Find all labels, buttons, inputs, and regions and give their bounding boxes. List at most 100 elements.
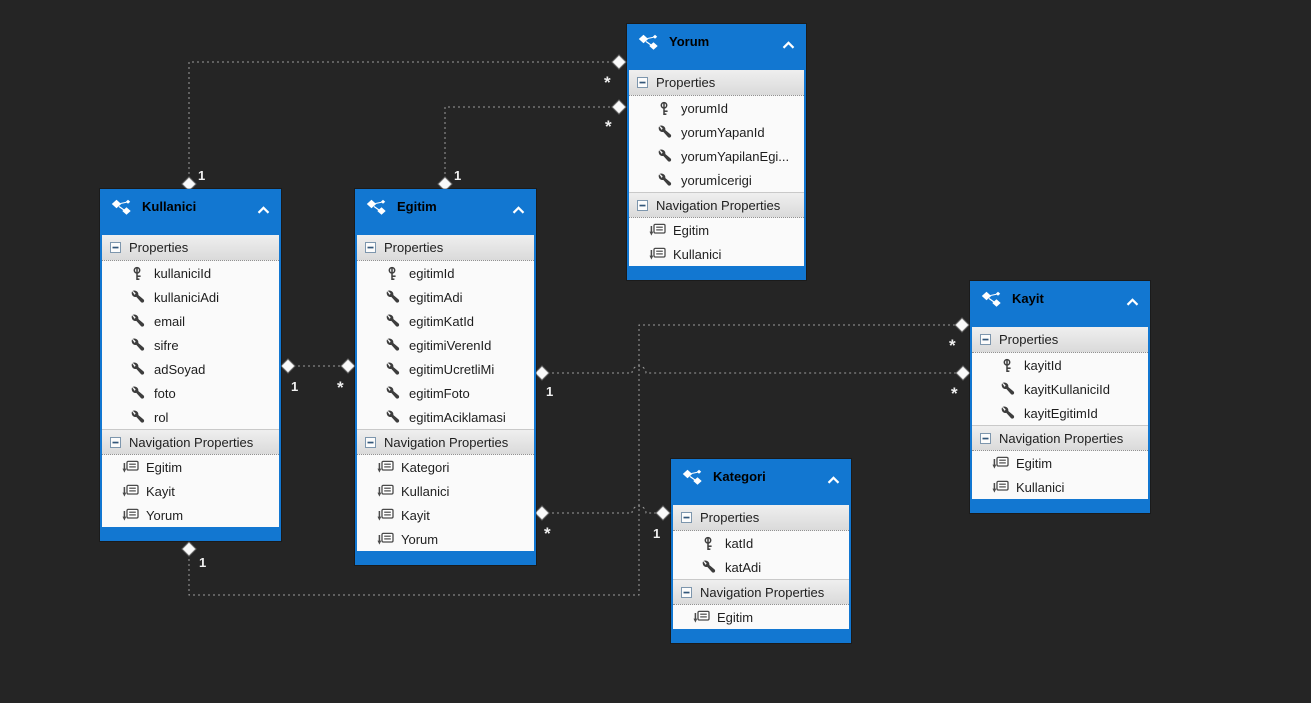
- collapse-minus-icon[interactable]: [980, 432, 991, 444]
- navigation-property-row[interactable]: Egitim: [102, 455, 279, 479]
- entity-yorum[interactable]: Yorum Properties yorumId yorumYapanId yo…: [627, 24, 806, 280]
- navigation-property-icon: [648, 247, 666, 261]
- collapse-minus-icon[interactable]: [681, 512, 692, 523]
- property-row[interactable]: egitimiVerenId: [357, 333, 534, 357]
- navigation-property-row[interactable]: Kayit: [357, 503, 534, 527]
- navigation-property-name: Egitim: [1016, 455, 1053, 471]
- collapse-minus-icon[interactable]: [110, 242, 121, 253]
- property-row[interactable]: yorumİcerigi: [629, 168, 804, 192]
- connector-endpoint-diamond: [611, 99, 627, 115]
- entity-egitim[interactable]: Egitim Properties egitimId egitimAdi egi…: [355, 189, 536, 565]
- navigation-section-header[interactable]: Navigation Properties: [972, 425, 1148, 451]
- navigation-property-icon: [991, 456, 1009, 470]
- collapse-minus-icon[interactable]: [681, 586, 692, 598]
- navigation-section-header[interactable]: Navigation Properties: [102, 429, 279, 455]
- relationship-kategori-egitim[interactable]: [542, 505, 663, 514]
- entity-header[interactable]: Yorum: [629, 26, 804, 70]
- property-row[interactable]: kullaniciId: [102, 261, 279, 285]
- navigation-property-name: Kayit: [146, 483, 175, 499]
- property-row[interactable]: foto: [102, 381, 279, 405]
- collapse-chevron-icon[interactable]: [1126, 294, 1139, 312]
- navigation-property-row[interactable]: Yorum: [357, 527, 534, 551]
- property-name: egitimAciklamasi: [409, 409, 506, 425]
- multiplicity-label: 1: [454, 168, 461, 183]
- property-name: yorumİcerigi: [681, 172, 752, 188]
- entity-footer-bar: [357, 551, 534, 563]
- property-row[interactable]: katAdi: [673, 555, 849, 579]
- property-row[interactable]: rol: [102, 405, 279, 429]
- property-row[interactable]: kayitEgitimId: [972, 401, 1148, 425]
- navigation-property-row[interactable]: Yorum: [102, 503, 279, 527]
- collapse-chevron-icon[interactable]: [512, 202, 525, 220]
- connector-endpoint-diamond: [954, 317, 970, 333]
- entity-header[interactable]: Kayit: [972, 283, 1148, 327]
- entity-header[interactable]: Egitim: [357, 191, 534, 235]
- property-row[interactable]: sifre: [102, 333, 279, 357]
- navigation-property-row[interactable]: Egitim: [673, 605, 849, 629]
- entity-header[interactable]: Kullanici: [102, 191, 279, 235]
- multiplicity-label: 1: [199, 555, 206, 570]
- entity-kategori[interactable]: Kategori Properties katId katAdi Navigat…: [671, 459, 851, 643]
- navigation-property-row[interactable]: Kullanici: [972, 475, 1148, 499]
- property-row[interactable]: yorumYapilanEgi...: [629, 144, 804, 168]
- collapse-minus-icon[interactable]: [365, 436, 376, 448]
- properties-section-header[interactable]: Properties: [972, 327, 1148, 353]
- navigation-list: Egitim Kullanici: [972, 451, 1148, 499]
- properties-section-header[interactable]: Properties: [357, 235, 534, 261]
- collapse-minus-icon[interactable]: [110, 436, 121, 448]
- collapse-minus-icon[interactable]: [637, 77, 648, 88]
- property-name: kayitId: [1024, 357, 1062, 373]
- navigation-section-header[interactable]: Navigation Properties: [357, 429, 534, 455]
- property-row[interactable]: egitimAciklamasi: [357, 405, 534, 429]
- multiplicity-label: *: [951, 384, 958, 403]
- relationship-kullanici-yorum[interactable]: [188, 61, 619, 184]
- property-row[interactable]: yorumYapanId: [629, 120, 804, 144]
- entity-header[interactable]: Kategori: [673, 461, 849, 505]
- property-name: egitimiVerenId: [409, 337, 492, 353]
- key-icon: [656, 101, 674, 116]
- properties-section-header[interactable]: Properties: [102, 235, 279, 261]
- property-row[interactable]: kullaniciAdi: [102, 285, 279, 309]
- collapse-chevron-icon[interactable]: [827, 472, 840, 490]
- collapse-minus-icon[interactable]: [980, 334, 991, 345]
- connector-endpoint-diamond: [955, 365, 971, 381]
- connector-endpoint-diamond: [655, 505, 671, 521]
- property-row[interactable]: yorumId: [629, 96, 804, 120]
- navigation-property-name: Kayit: [401, 507, 430, 523]
- relationship-kullanici-kayit[interactable]: [188, 324, 962, 596]
- property-row[interactable]: email: [102, 309, 279, 333]
- property-row[interactable]: egitimAdi: [357, 285, 534, 309]
- property-row[interactable]: kayitId: [972, 353, 1148, 377]
- property-row[interactable]: egitimFoto: [357, 381, 534, 405]
- navigation-property-row[interactable]: Kayit: [102, 479, 279, 503]
- relationship-egitim-kayit[interactable]: [542, 365, 963, 374]
- collapse-minus-icon[interactable]: [365, 242, 376, 253]
- property-row[interactable]: egitimKatId: [357, 309, 534, 333]
- property-row[interactable]: egitimUcretliMi: [357, 357, 534, 381]
- entity-kayit[interactable]: Kayit Properties kayitId kayitKullaniciI…: [970, 281, 1150, 513]
- collapse-minus-icon[interactable]: [637, 199, 648, 211]
- navigation-property-row[interactable]: Kullanici: [357, 479, 534, 503]
- property-row[interactable]: adSoyad: [102, 357, 279, 381]
- property-name: kullaniciAdi: [154, 289, 220, 305]
- navigation-section-header[interactable]: Navigation Properties: [673, 579, 849, 605]
- properties-section-header[interactable]: Properties: [629, 70, 804, 96]
- properties-section-header[interactable]: Properties: [673, 505, 849, 531]
- relationship-egitim-yorum[interactable]: [444, 106, 619, 184]
- property-row[interactable]: egitimId: [357, 261, 534, 285]
- collapse-chevron-icon[interactable]: [782, 37, 795, 55]
- entity-kullanici[interactable]: Kullanici Properties kullaniciId kullani…: [100, 189, 281, 541]
- property-row[interactable]: katId: [673, 531, 849, 555]
- navigation-property-row[interactable]: Kullanici: [629, 242, 804, 266]
- property-row[interactable]: kayitKullaniciId: [972, 377, 1148, 401]
- connector-endpoint-diamond: [340, 358, 356, 374]
- property-name: katId: [725, 535, 754, 551]
- navigation-property-row[interactable]: Egitim: [972, 451, 1148, 475]
- property-name: egitimFoto: [409, 385, 470, 401]
- wrench-icon: [129, 410, 147, 424]
- navigation-section-header[interactable]: Navigation Properties: [629, 192, 804, 218]
- navigation-property-row[interactable]: Kategori: [357, 455, 534, 479]
- collapse-chevron-icon[interactable]: [257, 202, 270, 220]
- navigation-property-row[interactable]: Egitim: [629, 218, 804, 242]
